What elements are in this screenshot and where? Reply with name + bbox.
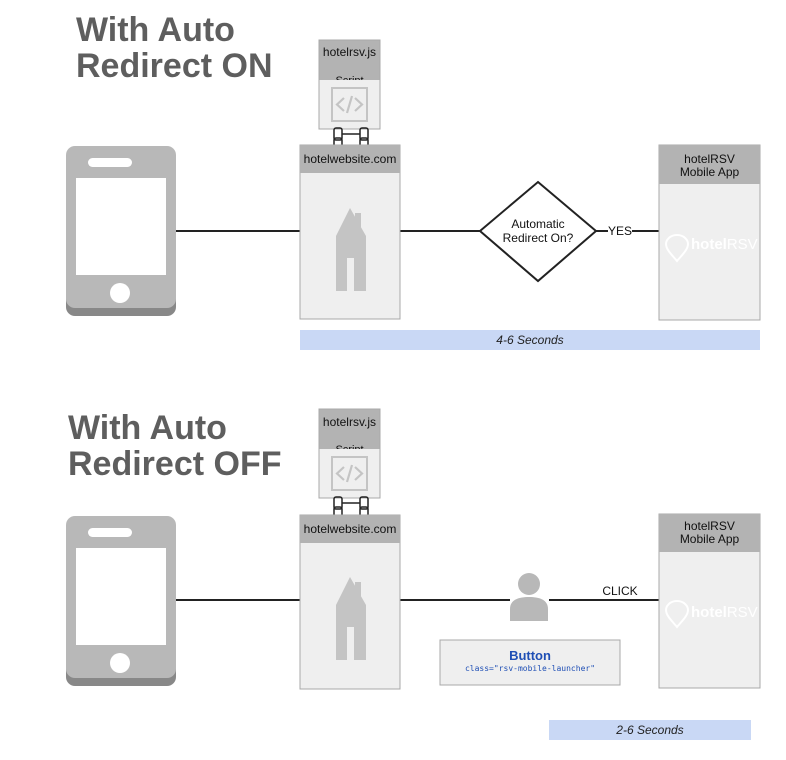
website-box-label: hotelwebsite.com [304, 522, 397, 536]
code-icon [331, 87, 368, 122]
app-brand-a: hotel [691, 236, 727, 253]
script-box: hotelrsv.js Script [318, 39, 381, 130]
link-connector [333, 496, 369, 518]
smartphone-icon [66, 516, 176, 686]
connector-label-click: CLICK [602, 584, 637, 598]
code-icon [331, 456, 368, 491]
section-title-line1: With Auto [76, 11, 235, 49]
website-box: hotelwebsite.com [299, 514, 401, 690]
script-box-label: hotelrsv.js [323, 45, 376, 59]
launcher-button-class: class="rsv-mobile-launcher" [465, 664, 595, 673]
launcher-button[interactable]: Button class="rsv-mobile-launcher" [439, 639, 621, 686]
app-box-line2: Mobile App [680, 165, 740, 179]
decision-line1: Automatic [511, 217, 564, 231]
house-icon [336, 208, 366, 291]
app-brand: hotelRSV [691, 236, 758, 253]
connector-label-yes: YES [608, 224, 632, 238]
section-auto-redirect-off: With Auto Redirect OFF hotelrsv.js Scrip… [66, 408, 761, 740]
timing-label: 2-6 Seconds [615, 723, 683, 737]
website-box: hotelwebsite.com [299, 144, 401, 320]
app-brand-b: RSV [727, 604, 758, 621]
user-icon [510, 573, 548, 621]
decision-diamond: Automatic Redirect On? [478, 180, 598, 283]
app-box-line1: hotelRSV [684, 519, 735, 533]
mobile-app-box: hotelRSV Mobile App hotelRSV [658, 513, 761, 689]
launcher-button-label: Button [509, 648, 551, 663]
house-icon [336, 577, 366, 660]
timing-bar: 4-6 Seconds [300, 330, 760, 350]
timing-label: 4-6 Seconds [496, 333, 563, 347]
decision-line2: Redirect On? [503, 231, 574, 245]
timing-bar: 2-6 Seconds [549, 720, 751, 740]
smartphone-icon [66, 146, 176, 316]
section-title-line2: Redirect ON [76, 47, 273, 85]
script-box: hotelrsv.js Script [318, 408, 381, 499]
app-box-line2: Mobile App [680, 532, 740, 546]
map-pin-icon [664, 233, 690, 263]
app-brand: hotelRSV [691, 604, 758, 621]
website-box-label: hotelwebsite.com [304, 152, 397, 166]
mobile-app-box: hotelRSV Mobile App hotelRSV [658, 144, 761, 321]
map-pin-icon [664, 599, 690, 629]
app-brand-a: hotel [691, 604, 727, 621]
app-brand-b: RSV [727, 236, 758, 253]
script-box-label: hotelrsv.js [323, 415, 376, 429]
app-box-line1: hotelRSV [684, 152, 735, 166]
section-auto-redirect-on: With Auto Redirect ON hotelrsv.js Script [66, 11, 761, 350]
section-title-line2: Redirect OFF [68, 445, 281, 483]
section-title-line1: With Auto [68, 409, 227, 447]
